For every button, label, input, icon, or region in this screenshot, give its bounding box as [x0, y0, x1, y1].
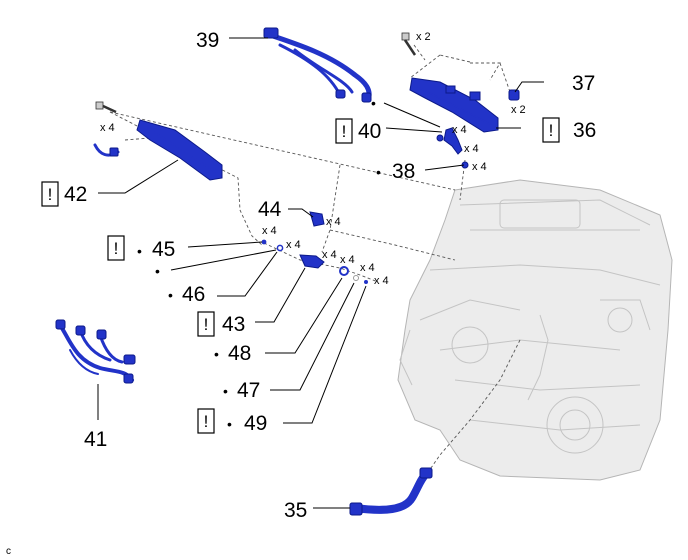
seal-rings	[261, 239, 368, 284]
callout-41: 41	[84, 428, 107, 451]
bullet-48: •	[214, 346, 219, 362]
warning-box-40	[335, 118, 353, 144]
part-40-injector	[443, 127, 469, 169]
corner-mark: c	[6, 546, 11, 557]
callout-43: 43	[222, 313, 245, 336]
part-44-clamp	[309, 211, 325, 227]
warning-43-text: !	[204, 315, 209, 334]
bullet-49: •	[227, 416, 232, 432]
part-37-bolt	[508, 89, 520, 101]
callout-37: 37	[572, 72, 595, 95]
warning-box-45	[107, 235, 125, 261]
bullet-extra: •	[155, 263, 160, 279]
warning-box-49	[197, 408, 215, 434]
callout-49: 49	[244, 412, 267, 435]
part-42-fuel-delivery-pipe	[93, 119, 223, 181]
warning-40-text: !	[342, 122, 347, 141]
qty-42-bolt: x 4	[100, 122, 115, 134]
engine-assembly	[397, 179, 673, 481]
qty-45: x 4	[262, 225, 277, 237]
qty-43: x 4	[322, 249, 337, 261]
bullet-38: •	[376, 164, 381, 180]
bolt-icon	[95, 101, 117, 114]
part-39-wire-harness	[263, 27, 372, 103]
qty-40a: x 4	[452, 124, 467, 136]
callout-39: 39	[196, 29, 219, 52]
callout-36: 36	[573, 119, 596, 142]
callout-44: 44	[258, 198, 282, 221]
qty-38: x 4	[472, 161, 487, 173]
callout-46: 46	[182, 283, 205, 306]
warning-49-text: !	[204, 412, 209, 431]
warning-box-43	[197, 311, 215, 337]
qty-40b: x 4	[464, 143, 479, 155]
leader-lines	[97, 37, 544, 509]
bolt-icon	[401, 32, 417, 56]
callout-45: 45	[152, 238, 175, 261]
qty-48: x 4	[340, 254, 355, 266]
callout-42: 42	[64, 183, 87, 206]
part-43-injector	[299, 254, 325, 269]
callout-40: 40	[358, 120, 381, 143]
bullet-40a: •	[371, 95, 376, 111]
callout-38: 38	[392, 160, 415, 183]
bullet-45: •	[137, 243, 142, 259]
qty-37: x 2	[511, 104, 526, 116]
bullet-47: •	[223, 383, 228, 399]
part-41-wire-harness	[55, 319, 136, 384]
callout-48: 48	[228, 342, 251, 365]
callout-47: 47	[237, 379, 260, 402]
qty-46: x 4	[286, 239, 301, 251]
part-35-pipe	[349, 467, 433, 516]
warning-box-36	[542, 117, 560, 143]
warning-42-text: !	[48, 185, 53, 204]
qty-39-bolt: x 2	[416, 31, 431, 43]
qty-44: x 4	[326, 216, 341, 228]
qty-47: x 4	[360, 262, 375, 274]
callout-35: 35	[284, 499, 307, 522]
warning-box-42	[41, 181, 59, 207]
warning-36-text: !	[549, 121, 554, 140]
warning-45-text: !	[114, 239, 119, 258]
qty-49: x 4	[374, 275, 389, 287]
bullet-46: •	[168, 287, 173, 303]
